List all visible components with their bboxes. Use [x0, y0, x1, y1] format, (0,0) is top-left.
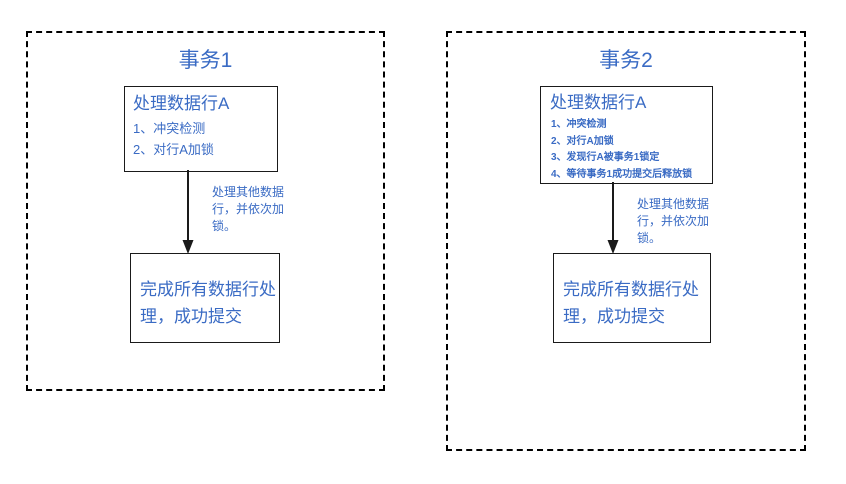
list-item: 1、冲突检测 — [133, 121, 206, 136]
transaction-1-step-heading: 处理数据行A — [133, 94, 230, 113]
transaction-1-commit-box: 完成所有数据行处理，成功提交 — [130, 253, 280, 343]
transaction-2-connector-arrow — [607, 182, 619, 254]
transaction-2-commit-text: 完成所有数据行处理，成功提交 — [563, 280, 699, 326]
transaction-2-panel — [446, 31, 806, 451]
transaction-1-step-list: 1、冲突检测 2、对行A加锁 — [133, 118, 214, 160]
transaction-1-panel — [26, 31, 385, 391]
transaction-2-step-heading: 处理数据行A — [550, 93, 647, 112]
list-item: 2、对行A加锁 — [133, 142, 214, 157]
transaction-1-title: 事务1 — [178, 49, 233, 72]
transaction-2-arrow-label: 处理其他数据行，并依次加锁。 — [637, 197, 710, 245]
transaction-2-step-list: 1、冲突检测 2、对行A加锁 3、发现行A被事务1锁定 4、等待事务1成功提交后… — [551, 117, 692, 183]
transaction-1-commit-text: 完成所有数据行处理，成功提交 — [140, 280, 276, 326]
list-item: 3、发现行A被事务1锁定 — [551, 152, 660, 163]
transaction-2-commit-box: 完成所有数据行处理，成功提交 — [553, 253, 711, 343]
list-item: 4、等待事务1成功提交后释放锁 — [551, 168, 693, 180]
transaction-1-step-box: 处理数据行A 1、冲突检测 2、对行A加锁 — [124, 86, 278, 172]
list-item: 2、对行A加锁 — [551, 135, 614, 147]
transaction-1-connector-arrow — [182, 170, 194, 254]
transaction-2-title: 事务2 — [599, 49, 653, 72]
list-item: 1、冲突检测 — [551, 119, 607, 130]
transaction-2-step-box: 处理数据行A 1、冲突检测 2、对行A加锁 3、发现行A被事务1锁定 4、等待事… — [540, 86, 713, 184]
transaction-1-arrow-label: 处理其他数据行，并依次加锁。 — [212, 185, 285, 233]
